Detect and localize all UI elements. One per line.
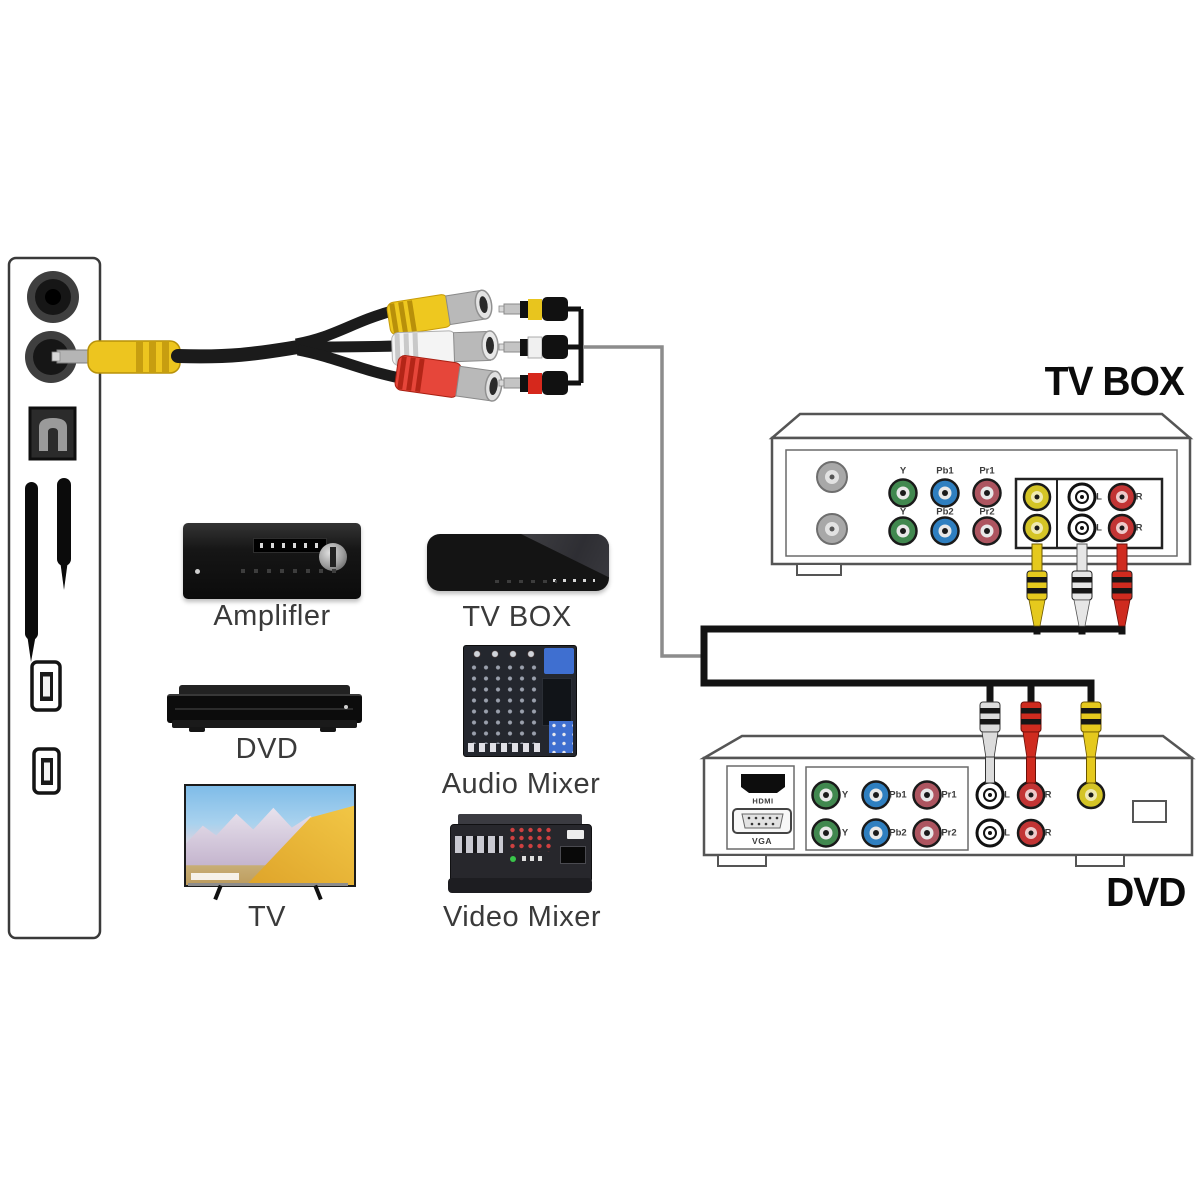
vga-port [732, 808, 792, 834]
tvbox-label-pb2: Pb2 [936, 506, 954, 518]
cable-bus-line [700, 617, 1126, 708]
tvbox-av-jacks [1014, 477, 1164, 550]
tvbox-component-jacks [888, 478, 1002, 546]
usb-port-2 [32, 747, 61, 795]
dvd-component-jacks [811, 780, 942, 848]
dvd-component-box [805, 766, 969, 851]
dvd-label-hdmi: HDMI [752, 796, 774, 806]
tvbox-label-r2: R [1135, 522, 1143, 534]
dvd-label-r1: R [1044, 789, 1052, 801]
cable-plug-in-port [51, 340, 181, 374]
tv-box-buttons [495, 580, 557, 583]
audio-mixer-blue-panel-2 [549, 721, 573, 753]
tvbox-label-l2: L [1096, 522, 1102, 534]
usb-port [30, 660, 62, 712]
dvd-plug-yellow [1080, 701, 1102, 784]
amplifier-display [253, 538, 327, 553]
tv-box-device-label: TV BOX [1045, 358, 1185, 404]
dvd-label-pb2: Pb2 [889, 827, 907, 839]
amplifier-image [183, 523, 361, 599]
av-cable [171, 305, 402, 384]
tvbox-label-pr1: Pr1 [979, 465, 995, 477]
audio-jack-port [27, 271, 79, 323]
video-mixer-red-buttons [508, 826, 552, 852]
plug-bracket-line [566, 306, 584, 386]
tv-box-device [768, 412, 1194, 627]
tvbox-label-pr2: Pr2 [979, 506, 995, 518]
dvd-plug-white [979, 701, 1001, 784]
dvd-label-l1: L [1004, 789, 1010, 801]
connector-line [583, 345, 704, 658]
dvd-player-image [167, 683, 362, 733]
dvd-player-body [167, 694, 362, 723]
tv-box-image [427, 534, 609, 591]
dvd-caption: DVD [235, 733, 299, 765]
audio-mixer-image [463, 645, 577, 757]
rca-male-yellow [498, 297, 568, 321]
video-mixer-green-button [510, 856, 516, 862]
tv-leg [213, 884, 223, 901]
video-mixer-display [560, 846, 586, 864]
dvd-av-jacks [975, 780, 1106, 848]
dvd-plug-red [1020, 701, 1042, 784]
tv-box-caption: TV BOX [462, 601, 572, 633]
tvbox-knob-2 [816, 513, 848, 545]
amplifier-caption: Amplifler [213, 600, 331, 632]
tv-caption: TV [247, 901, 287, 933]
dvd-player-base [172, 720, 357, 728]
tvbox-plug-red [1111, 543, 1133, 627]
optical-port [28, 406, 77, 461]
amplifier-knob [319, 543, 347, 571]
amplifier-buttons [241, 569, 337, 573]
hdmi-port [741, 774, 785, 793]
audio-mixer-buttons [468, 743, 540, 752]
tv-box-body [427, 534, 609, 591]
dvd-label-l2: L [1004, 827, 1010, 839]
tvbox-knob [816, 461, 848, 493]
tvbox-label-y-top: Y [899, 465, 907, 477]
dvd-device [699, 701, 1196, 867]
audio-mixer-caption: Audio Mixer [441, 768, 601, 800]
dvd-label-y-top: Y [841, 789, 849, 801]
video-mixer-white-buttons [522, 856, 544, 861]
video-mixer-base [448, 878, 592, 893]
dvd-power-button [1132, 800, 1167, 823]
video-mixer-pads [455, 836, 503, 853]
rca-male-white [498, 335, 568, 359]
video-mixer-caption: Video Mixer [442, 901, 602, 933]
tv-image [184, 784, 356, 901]
vent-strips [25, 478, 71, 662]
rca-male-red [498, 371, 568, 395]
dvd-label-pr2: Pr2 [941, 827, 957, 839]
rca-female-yellow [386, 289, 493, 336]
tv-base [188, 883, 348, 886]
dvd-label-y-bottom: Y [841, 827, 849, 839]
audio-mixer-blue-panel [544, 648, 574, 674]
tv-box-leds [553, 579, 595, 582]
video-mixer-tbar [567, 830, 584, 839]
audio-mixer-knob-grid [468, 662, 542, 744]
tvbox-label-r1: R [1135, 491, 1143, 503]
tv-side-panel [7, 256, 181, 940]
dvd-label-vga: VGA [752, 836, 772, 846]
rca-female-red [394, 355, 503, 402]
av-port [25, 331, 77, 383]
tvbox-plug-yellow [1026, 543, 1048, 627]
tvbox-label-pb1: Pb1 [936, 465, 954, 477]
tv-screen [184, 784, 356, 887]
audio-mixer-display [542, 678, 572, 726]
video-mixer-image [448, 812, 592, 895]
tv-leg [313, 884, 323, 901]
audio-mixer-knob-row [468, 648, 542, 660]
tvbox-label-l1: L [1096, 491, 1102, 503]
tvbox-plug-white [1071, 543, 1093, 627]
tvbox-label-y-bottom: Y [899, 506, 907, 518]
amplifier-led [195, 569, 200, 574]
dvd-device-label: DVD [1106, 869, 1187, 915]
dvd-label-r2: R [1044, 827, 1052, 839]
dvd-label-pr1: Pr1 [941, 789, 957, 801]
dvd-label-pb1: Pb1 [889, 789, 907, 801]
